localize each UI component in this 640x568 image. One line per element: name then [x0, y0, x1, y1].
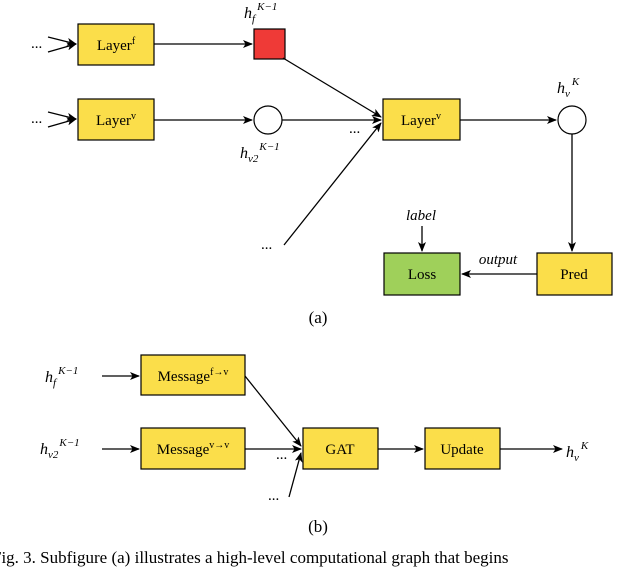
- subfigure-a: ... Layerf hfK−1 ... Layerv hv2K−1 ... .…: [31, 1, 613, 327]
- svg-text:Messagef→v: Messagef→v: [158, 367, 229, 385]
- svg-text:Layerv: Layerv: [96, 111, 136, 129]
- hf-label-b: hfK−1: [45, 365, 78, 389]
- hv2-label-b: hv2K−1: [40, 437, 80, 461]
- edge-hf-to-layer-v: [282, 57, 382, 118]
- layer-v1-sup: v: [131, 111, 136, 122]
- edge-ellipsis-to-layer-v-1: [47, 111, 77, 121]
- message-f-sup: f→v: [210, 367, 228, 378]
- output-label: output: [479, 252, 518, 268]
- hv2-label: hv2K−1: [240, 141, 280, 165]
- layer-v2-label: Layer: [401, 113, 436, 129]
- ellipsis-a-row2: ...: [31, 111, 42, 127]
- ellipsis-a-bottom: ...: [261, 237, 272, 253]
- label-text: label: [406, 208, 436, 224]
- message-v-sup: v→v: [209, 440, 229, 451]
- ellipsis-a-mid: ...: [349, 121, 360, 137]
- update-label: Update: [440, 442, 484, 458]
- subfigure-b: hfK−1 Messagef→v hv2K−1 Messagev→v ... .…: [40, 354, 589, 536]
- hv-circle-node: [557, 105, 587, 135]
- subfig-a-label: (a): [309, 308, 328, 327]
- hf-label: hfK−1: [244, 1, 277, 25]
- layer-f-label: Layer: [97, 38, 132, 54]
- loss-label: Loss: [408, 267, 437, 283]
- ellipsis-a-row1: ...: [31, 36, 42, 52]
- ellipsis-b-bottom: ...: [268, 488, 279, 504]
- layer-f-node: Layerf: [77, 23, 155, 66]
- message-f-label: Message: [158, 369, 211, 385]
- edge-ellipsis-to-gat: [288, 452, 303, 498]
- gat-label: GAT: [325, 442, 354, 458]
- update-node: Update: [424, 427, 501, 470]
- edge-ellipsis-to-layer-f-1: [47, 36, 77, 46]
- message-v-node: Messagev→v: [140, 427, 246, 470]
- layer-v1-label: Layer: [96, 113, 131, 129]
- edge-ellipsis-to-layer-f-2: [47, 42, 77, 53]
- svg-text:Layerf: Layerf: [97, 36, 136, 54]
- layer-v-node-central: Layerv: [382, 98, 461, 141]
- edge-ellipsis-to-layer-v-central: [283, 122, 382, 246]
- hv-label-b: hvK: [566, 440, 589, 464]
- pred-label: Pred: [560, 267, 588, 283]
- figure-caption: Fig. 3. Subfigure (a) illustrates a high…: [0, 548, 509, 567]
- loss-node: Loss: [383, 252, 461, 296]
- hv-label: hvK: [557, 76, 580, 100]
- edge-message-f-to-gat: [244, 375, 302, 447]
- message-v-label: Message: [157, 442, 210, 458]
- layer-v-node-1: Layerv: [77, 98, 155, 141]
- ellipsis-b-mid: ...: [276, 447, 287, 463]
- subfig-b-label: (b): [308, 517, 328, 536]
- layer-f-sup: f: [132, 36, 136, 47]
- gat-node: GAT: [302, 427, 379, 470]
- hv2-circle-node: [253, 105, 283, 135]
- svg-text:Messagev→v: Messagev→v: [157, 440, 230, 458]
- edge-ellipsis-to-layer-v-2: [47, 117, 77, 128]
- svg-text:Layerv: Layerv: [401, 111, 441, 129]
- pred-node: Pred: [536, 252, 613, 296]
- layer-v2-sup: v: [436, 111, 441, 122]
- message-f-node: Messagef→v: [140, 354, 246, 396]
- hf-square-node: [253, 28, 286, 60]
